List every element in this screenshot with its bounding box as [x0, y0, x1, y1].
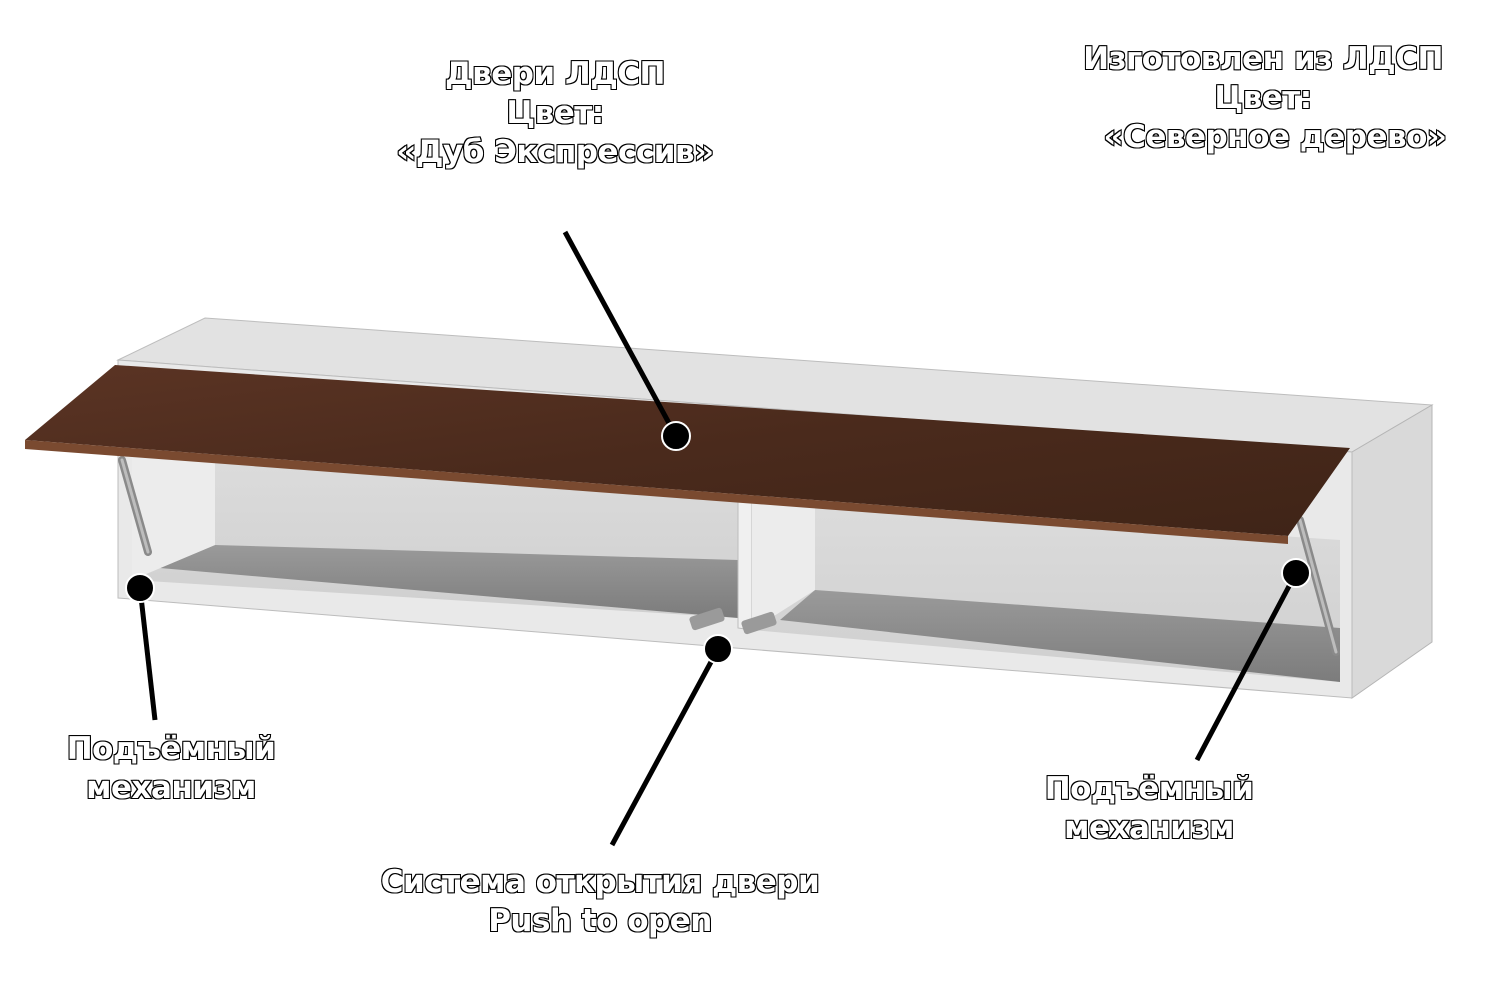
doors-callout-line3: «Дуб Экспрессив»: [395, 133, 715, 171]
lift-right-callout: Подъёмный механизм: [1018, 770, 1280, 848]
cabinet-right-side: [1351, 404, 1433, 699]
doors-pointer-dot: [661, 421, 691, 451]
body-callout-line1: Изготовлен из ЛДСП: [1082, 40, 1444, 78]
doors-pointer-line: [562, 230, 679, 438]
right-compartment-shelf-shadow: [780, 590, 1340, 682]
body-callout-line3: «Северное дерево»: [1103, 118, 1448, 156]
push-callout-line2: Push to open: [487, 902, 713, 940]
lift-left-pointer-dot: [125, 573, 155, 603]
center-divider: [737, 498, 753, 631]
right-compartment-side-wall: [752, 500, 815, 630]
lift-left-pointer-line: [137, 587, 158, 721]
push-callout: Система открытия двери Push to open: [320, 863, 880, 941]
lift-left-callout-line1: Подъёмный: [66, 730, 277, 768]
lift-right-callout-line1: Подъёмный: [1044, 770, 1255, 808]
push-pointer-dot: [703, 634, 733, 664]
push-latch-right: [741, 611, 777, 635]
body-callout: Изготовлен из ЛДСП Цвет: «Северное дерев…: [1058, 40, 1468, 156]
push-latch-left: [689, 607, 725, 631]
lift-right-pointer-line: [1194, 571, 1299, 762]
push-callout-line1: Система открытия двери: [380, 863, 821, 901]
lift-right-pointer-dot: [1281, 558, 1311, 588]
lift-right-callout-line2: механизм: [1063, 809, 1235, 847]
left-compartment-side-wall: [132, 454, 215, 580]
door-panel: [25, 365, 1350, 536]
push-pointer-line: [609, 647, 721, 847]
body-callout-line2: Цвет:: [1213, 79, 1313, 117]
doors-callout-line1: Двери ЛДСП: [444, 55, 667, 93]
lift-left-callout: Подъёмный механизм: [40, 730, 302, 808]
lift-left-callout-line2: механизм: [85, 769, 257, 807]
door-edge: [25, 440, 1288, 544]
doors-callout-line2: Цвет:: [505, 94, 605, 132]
left-compartment-shelf-shadow: [160, 545, 738, 618]
doors-callout: Двери ЛДСП Цвет: «Дуб Экспрессив»: [385, 55, 725, 171]
